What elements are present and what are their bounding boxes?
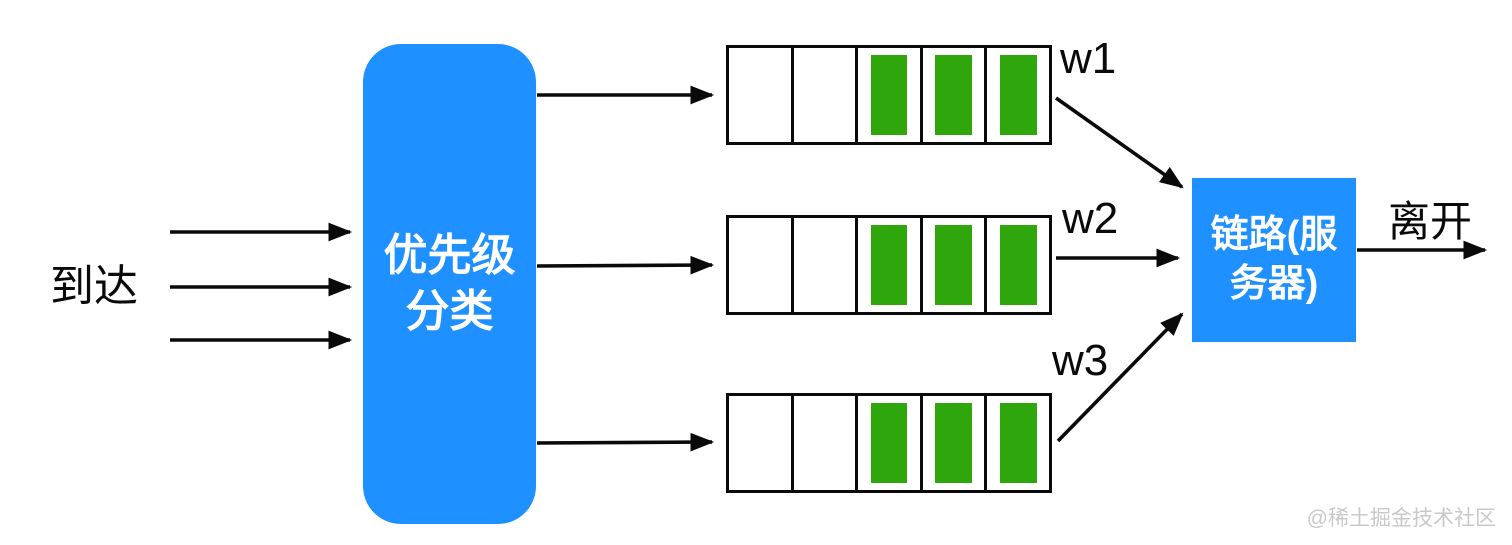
queue-weight-label-w3: w3	[1052, 336, 1109, 385]
classifier-to-queue2-arrow	[536, 255, 715, 275]
departure-label: 离开	[1388, 198, 1473, 245]
queue-w3	[726, 393, 1052, 493]
queue-cell	[858, 48, 923, 142]
queue-cell	[729, 218, 794, 312]
queue-cell	[794, 48, 859, 142]
packet	[870, 403, 908, 483]
queue-cell	[923, 218, 988, 312]
queue-cell	[987, 48, 1049, 142]
queue-cell	[794, 396, 859, 490]
packet	[935, 225, 973, 305]
packet	[999, 403, 1037, 483]
queue-cell	[858, 218, 923, 312]
watermark: @稀土掘金技术社区	[1306, 507, 1496, 530]
classifier-to-queue3-arrow	[536, 432, 715, 452]
queue-cell	[729, 396, 794, 490]
queue-cell	[794, 218, 859, 312]
packet	[999, 55, 1037, 135]
queue-w2	[726, 215, 1052, 315]
packet	[935, 403, 973, 483]
queue-w1	[726, 45, 1052, 145]
queue-cell	[729, 48, 794, 142]
queue-weight-label-w1: w1	[1060, 34, 1117, 83]
queue-cell	[987, 218, 1049, 312]
packet	[935, 55, 973, 135]
packet	[870, 55, 908, 135]
queue-cell	[987, 396, 1049, 490]
arrival-label: 到达	[50, 262, 138, 311]
priority-classifier-label: 优先级 分类	[383, 230, 516, 336]
queue3-to-server-arrow	[1056, 312, 1184, 443]
queue-cell	[923, 396, 988, 490]
packet	[870, 225, 908, 305]
queue-weight-label-w2: w2	[1062, 194, 1119, 243]
queue-cell	[923, 48, 988, 142]
link-server-label: 链路(服 务器)	[1210, 213, 1338, 305]
queue-cell	[858, 396, 923, 490]
priority-classifier-box: 优先级 分类	[363, 44, 536, 524]
link-server-box: 链路(服 务器)	[1192, 178, 1356, 342]
queue1-to-server-arrow	[1054, 96, 1184, 189]
packet	[999, 225, 1037, 305]
